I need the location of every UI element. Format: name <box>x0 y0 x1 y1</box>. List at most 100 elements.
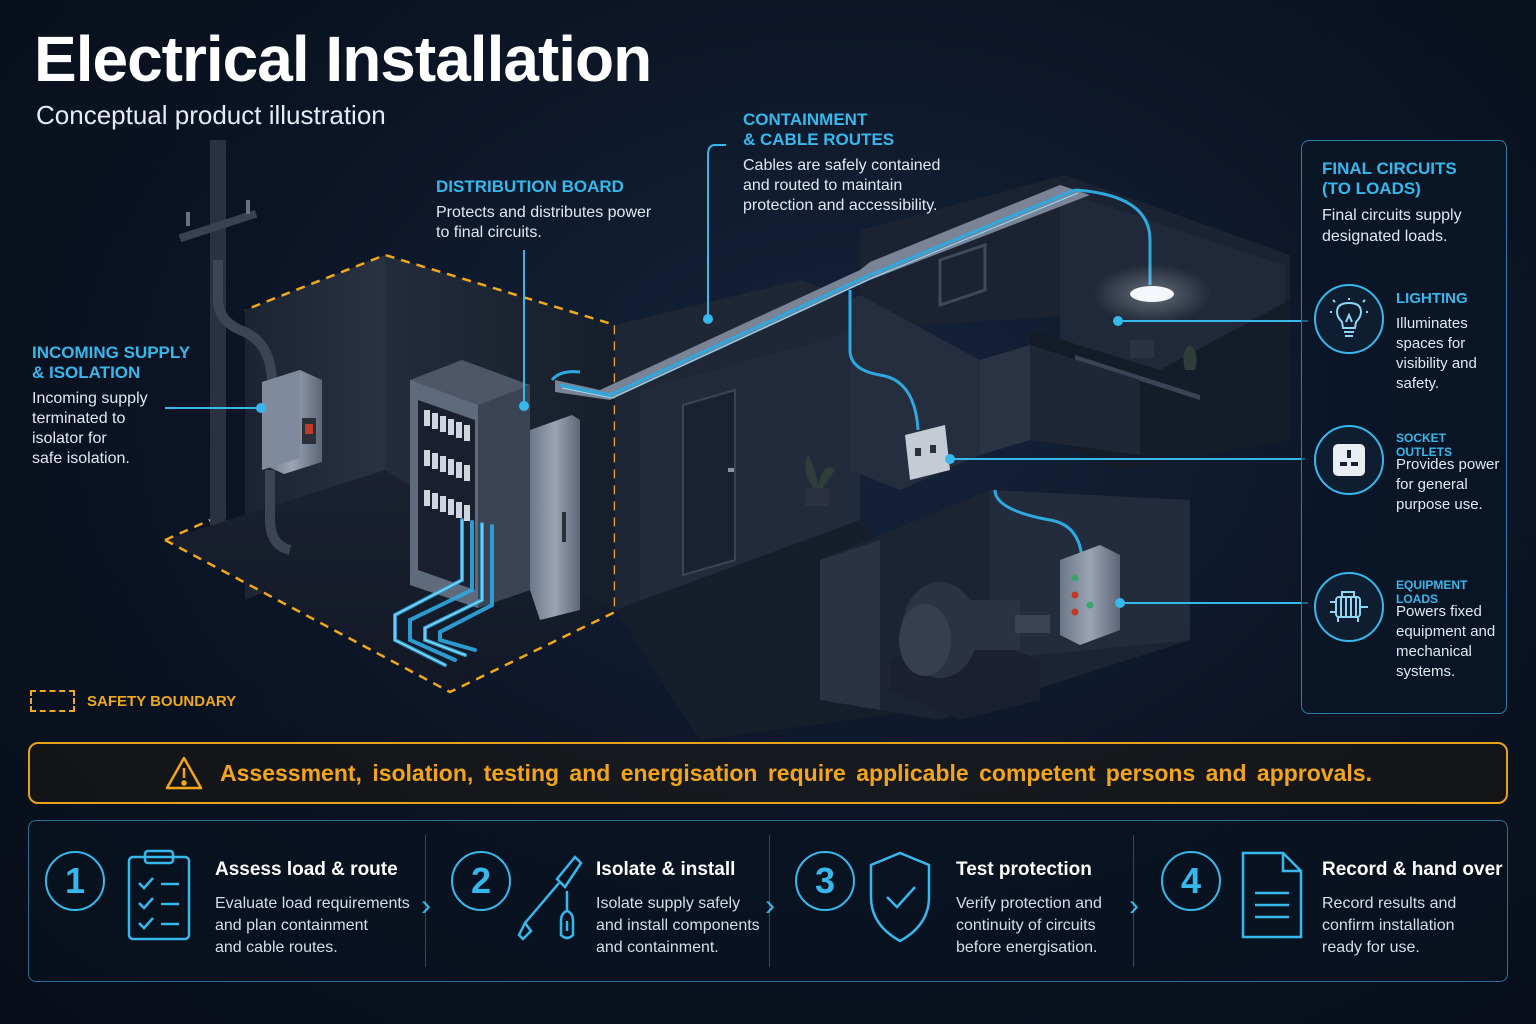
socket-icon <box>1314 425 1384 495</box>
containment-line: protection and accessibility. <box>743 197 938 214</box>
step-divider <box>425 835 426 967</box>
final-circuits-line: Final circuits supply <box>1322 207 1462 224</box>
distribution-board-line: to final circuits. <box>436 224 542 241</box>
containment-callout: CONTAINMENT & CABLE ROUTES Cables are sa… <box>743 110 940 216</box>
final-circuits-title-line: (TO LOADS) <box>1322 179 1421 198</box>
final-circuits-title-line: FINAL CIRCUITS <box>1322 159 1457 178</box>
load-equipment-name: EQUIPMENT LOADS <box>1396 578 1468 606</box>
step-desc-line: Verify protection and <box>956 895 1102 912</box>
dashed-boundary-swatch <box>30 690 75 712</box>
load-socket-desc: Provides power for general purpose use. <box>1396 455 1508 515</box>
containment-desc: Cables are safely contained and routed t… <box>743 156 940 216</box>
warning-triangle-icon <box>165 756 203 790</box>
containment-title-2: & CABLE ROUTES <box>743 130 895 149</box>
step-desc-line: ready for use. <box>1322 939 1420 956</box>
incoming-supply-line: terminated to <box>32 410 126 427</box>
load-desc-line: equipment and <box>1396 623 1496 640</box>
final-circuit-cables <box>550 188 1152 561</box>
page-title: Electrical Installation <box>34 23 652 95</box>
step-3: 3 Test protection Verify protection and … <box>779 821 1133 981</box>
distribution-board-title: DISTRIBUTION BOARD <box>436 177 624 196</box>
step-desc: Isolate supply safely and install compon… <box>596 893 760 959</box>
step-desc: Evaluate load requirements and plan cont… <box>215 893 410 959</box>
distribution-board-callout: DISTRIBUTION BOARD Protects and distribu… <box>436 177 651 243</box>
load-desc-line: purpose use. <box>1396 496 1483 513</box>
load-equipment-desc: Powers fixed equipment and mechanical sy… <box>1396 602 1508 682</box>
final-circuits-panel: FINAL CIRCUITS (TO LOADS) Final circuits… <box>1301 140 1507 714</box>
socket-outlet <box>905 425 950 480</box>
load-lighting-name: LIGHTING <box>1396 290 1468 307</box>
shield-check-icon <box>865 849 935 950</box>
step-desc-line: continuity of circuits <box>956 917 1096 934</box>
step-title: Isolate & install <box>596 859 736 880</box>
step-divider <box>769 835 770 967</box>
isolator-switch <box>262 370 322 474</box>
load-desc-line: spaces for <box>1396 335 1466 352</box>
safety-boundary-legend: SAFETY BOUNDARY <box>30 690 236 712</box>
step-desc-line: Evaluate load requirements <box>215 895 410 912</box>
step-desc: Record results and confirm installation … <box>1322 893 1456 959</box>
step-number: 3 <box>795 851 855 911</box>
containment-line: and routed to maintain <box>743 177 903 194</box>
load-desc-line: Powers fixed <box>1396 603 1482 620</box>
equipment-control-panel <box>1060 545 1120 645</box>
step-number: 4 <box>1161 851 1221 911</box>
chevron-right-icon: › <box>421 889 431 922</box>
load-desc-line: Illuminates <box>1396 315 1468 332</box>
process-steps-panel: 1 Assess load & route Evaluate load requ… <box>28 820 1508 982</box>
incoming-supply-callout: INCOMING SUPPLY & ISOLATION Incoming sup… <box>32 343 190 469</box>
step-desc-line: and cable routes. <box>215 939 338 956</box>
checklist-icon <box>121 847 197 950</box>
utility-pole <box>178 140 258 560</box>
db-outgoing-cables <box>393 518 494 667</box>
containment-title: CONTAINMENT <box>743 110 868 129</box>
step-desc-line: Record results and <box>1322 895 1457 912</box>
motor-icon <box>1314 572 1384 642</box>
step-divider <box>1133 835 1134 967</box>
load-desc-line: safety. <box>1396 375 1440 392</box>
page-subtitle: Conceptual product illustration <box>36 100 386 130</box>
incoming-cables <box>213 260 292 555</box>
step-desc-line: Isolate supply safely <box>596 895 741 912</box>
incoming-supply-line: safe isolation. <box>32 450 130 467</box>
incoming-supply-title-2: & ISOLATION <box>32 363 141 382</box>
safety-boundary-label: SAFETY BOUNDARY <box>87 692 237 710</box>
step-title: Assess load & route <box>215 859 398 880</box>
load-desc-line: for general <box>1396 476 1468 493</box>
step-title: Record & hand over <box>1322 859 1503 880</box>
warning-text: Assessment, isolation, testing and energ… <box>220 759 1372 786</box>
step-desc-line: and containment. <box>596 939 719 956</box>
lightbulb-icon <box>1314 284 1384 354</box>
step-number: 2 <box>451 851 511 911</box>
ceiling-light <box>1092 264 1212 324</box>
step-desc: Verify protection and continuity of circ… <box>956 893 1102 959</box>
step-2: 2 Isolate & install Isolate supply safel… <box>435 821 769 981</box>
distribution-board-line: Protects and distributes power <box>436 204 652 221</box>
distribution-board-desc: Protects and distributes power to final … <box>436 203 651 243</box>
incoming-supply-desc: Incoming supply terminated to isolator f… <box>32 389 190 469</box>
load-desc-line: Provides power <box>1396 456 1500 473</box>
incoming-supply-line: Incoming supply <box>32 390 148 407</box>
document-icon <box>1239 849 1305 946</box>
callout-leaders <box>165 144 1308 604</box>
step-desc-line: and plan containment <box>215 917 368 934</box>
load-lighting-desc: Illuminates spaces for visibility and sa… <box>1396 314 1508 394</box>
load-socket-name: SOCKET OUTLETS <box>1396 431 1452 459</box>
installation-scene <box>164 140 1308 740</box>
step-number: 1 <box>45 851 105 911</box>
step-1: 1 Assess load & route Evaluate load requ… <box>29 821 425 981</box>
motor-equipment <box>890 582 1050 720</box>
final-circuits-title: FINAL CIRCUITS (TO LOADS) <box>1322 159 1457 199</box>
final-circuits-desc: Final circuits supply designated loads. <box>1322 205 1462 247</box>
load-desc-line: visibility and <box>1396 355 1477 372</box>
load-desc-line: systems. <box>1396 663 1456 680</box>
step-desc-line: and install components <box>596 917 760 934</box>
step-desc-line: before energisation. <box>956 939 1098 956</box>
plant-decor <box>805 455 835 506</box>
step-4: 4 Record & hand over Record results and … <box>1145 821 1507 981</box>
step-desc-line: confirm installation <box>1322 917 1455 934</box>
chevron-right-icon: › <box>1129 889 1139 922</box>
load-desc-line: mechanical <box>1396 643 1472 660</box>
corridor-room <box>615 280 1000 740</box>
incoming-supply-line: isolator for <box>32 430 107 447</box>
